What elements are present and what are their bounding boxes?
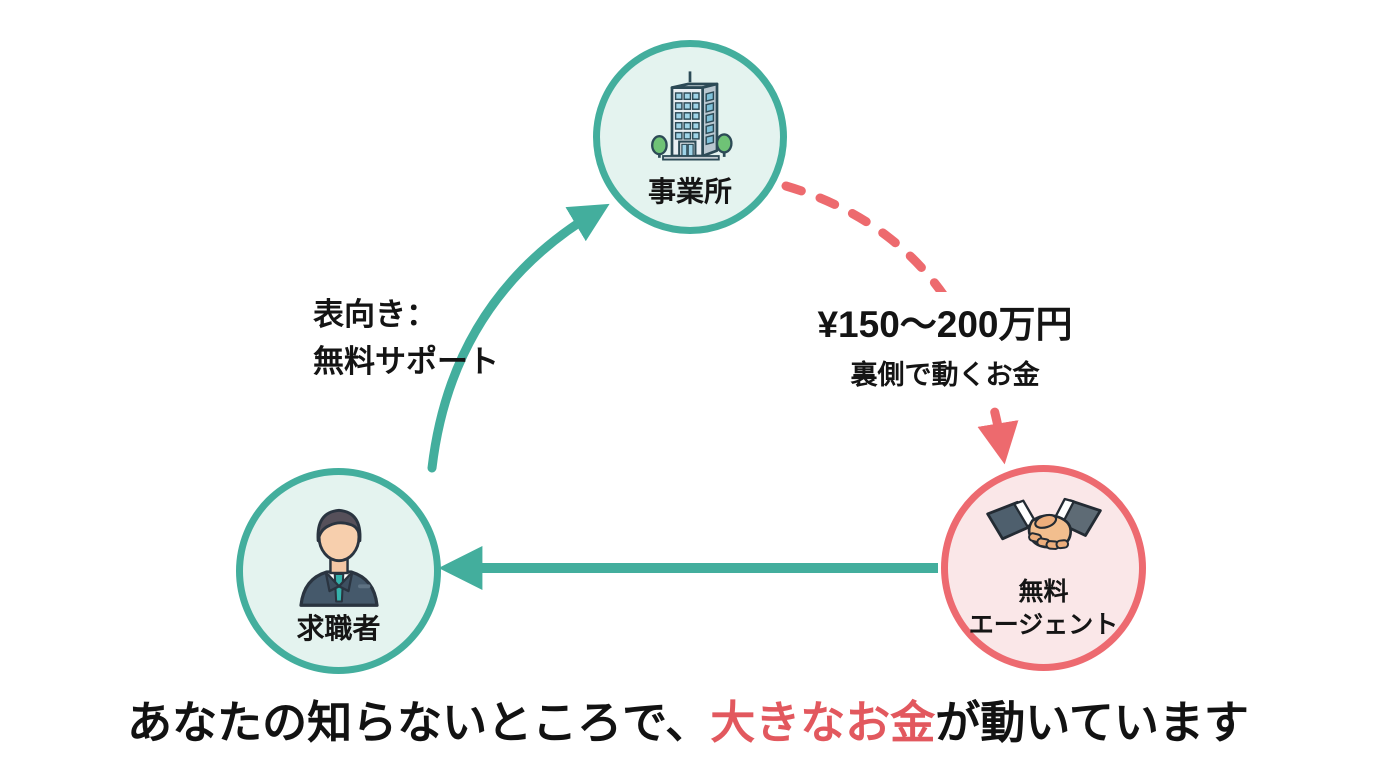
handshake-icon <box>985 497 1102 550</box>
edge-label-free-support: 表向き： 無料サポート <box>313 291 499 385</box>
person-icon <box>298 508 379 608</box>
edge-label-hidden-money-amount: ¥150〜200万円 <box>817 304 1073 345</box>
node-jobseeker-label: 求職者 <box>296 613 381 645</box>
edge-label-hidden-money: ¥150〜200万円 裏側で動くお金 <box>790 292 1100 398</box>
edge-label-free-support-line1: 表向き： <box>313 297 437 332</box>
caption-suffix: が動いています <box>935 697 1249 748</box>
caption: あなたの知らないところで、大きなお金が動いています <box>0 686 1376 751</box>
node-agent-label-line2: エージェント <box>968 610 1119 639</box>
node-business: 事業所 <box>593 40 787 234</box>
node-business-label: 事業所 <box>647 176 732 208</box>
caption-highlight: 大きなお金 <box>710 697 936 748</box>
building-icon <box>651 71 733 161</box>
node-agent-label: 無料 エージェント <box>969 576 1119 641</box>
edge-label-hidden-money-note: 裏側で動くお金 <box>850 360 1040 390</box>
node-agent: 無料 エージェント <box>941 465 1146 671</box>
node-jobseeker: 求職者 <box>236 468 441 674</box>
node-agent-label-line1: 無料 <box>1018 578 1069 606</box>
caption-prefix: あなたの知らないところで、 <box>127 697 711 748</box>
edge-label-free-support-line2: 無料サポート <box>313 344 499 379</box>
